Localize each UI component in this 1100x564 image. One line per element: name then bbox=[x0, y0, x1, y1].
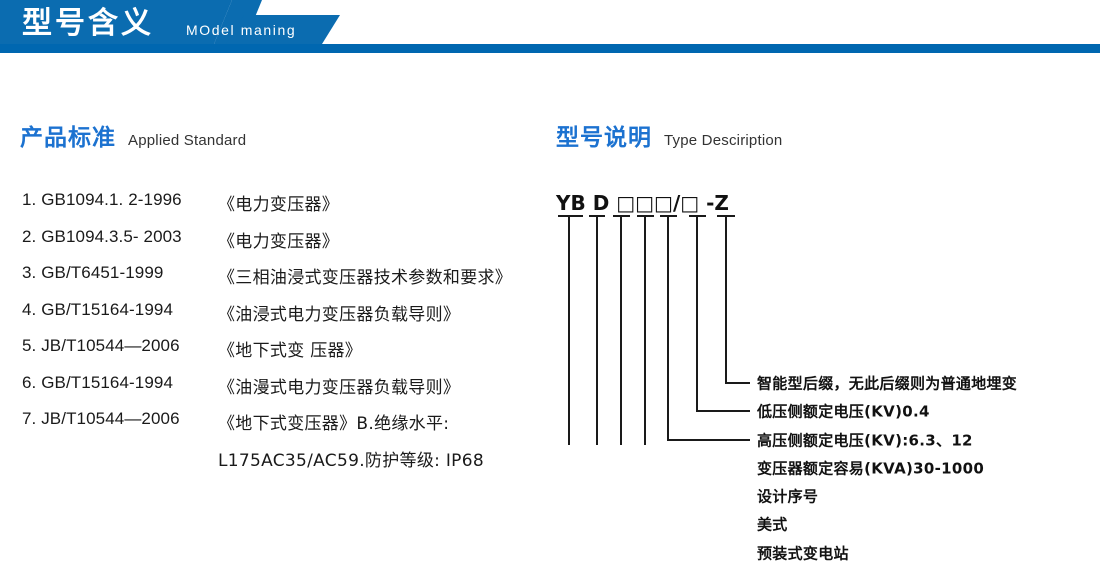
type-code-label-lv-voltage: 低压侧额定电压(KV)0.4 bbox=[757, 402, 930, 421]
standard-name: 《地下式变 压器》 bbox=[218, 341, 363, 361]
section-heading-cn: 型号说明 bbox=[556, 125, 652, 151]
standard-name: 《油漫式电力变压器负载导则》 bbox=[218, 377, 461, 398]
type-code-label-american-style: 美式 bbox=[757, 515, 788, 534]
banner-title: 型号含义 bbox=[22, 6, 154, 41]
section-heading-type-description: 型号说明 Type Desciription bbox=[556, 118, 782, 152]
list-item: 1. GB1094.1. 2-1996 《电力变压器》 bbox=[22, 190, 542, 227]
list-item: 6. GB/T15164-1994 《油漫式电力变压器负载导则》 bbox=[22, 373, 542, 410]
standard-name: 《地下式变压器》B.绝缘水平: bbox=[218, 414, 450, 434]
list-item: 4. GB/T15164-1994 《油浸式电力变压器负载导则》 bbox=[22, 300, 542, 337]
standard-code: 1. GB1094.1. 2-1996 bbox=[22, 190, 182, 209]
section-heading-en: Type Desciription bbox=[664, 132, 783, 149]
banner-background-shape bbox=[0, 0, 1100, 53]
list-item: 7. JB/T10544—2006 《地下式变压器》B.绝缘水平: bbox=[22, 409, 542, 446]
list-item: 5. JB/T10544—2006 《地下式变 压器》 bbox=[22, 336, 542, 373]
list-item: 2. GB1094.3.5- 2003 《电力变压器》 bbox=[22, 227, 542, 264]
standard-name: 《电力变压器》 bbox=[218, 231, 340, 252]
standard-name-continuation: L175AC35/AC59.防护等级: IP68 bbox=[218, 450, 484, 471]
banner-subtitle: MOdel maning bbox=[186, 22, 297, 38]
standard-name: 《电力变压器》 bbox=[218, 195, 340, 215]
section-heading-cn: 产品标准 bbox=[20, 125, 116, 151]
section-heading-en: Applied Standard bbox=[128, 132, 247, 149]
page-banner: 型号含义 MOdel maning bbox=[0, 0, 1100, 53]
type-code-label-capacity: 变压器额定容易(KVA)30-1000 bbox=[757, 459, 985, 478]
type-code-label-design-serial: 设计序号 bbox=[757, 487, 819, 506]
standard-code: 2. GB1094.3.5- 2003 bbox=[22, 226, 182, 246]
list-item: 3. GB/T6451-1999 《三相油浸式变压器技术参数和要求》 bbox=[22, 263, 542, 300]
type-code-label-hv-voltage: 高压侧额定电压(KV):6.3、12 bbox=[757, 431, 973, 450]
type-code-diagram: YB D □□□/□ -Z 智能型后 bbox=[545, 185, 1100, 563]
type-code-label-suffix: 智能型后缀，无此后缀则为普通地埋变 bbox=[757, 374, 1018, 393]
standard-name: 《油浸式电力变压器负载导则》 bbox=[218, 304, 461, 325]
type-code-string: YB D □□□/□ -Z bbox=[556, 191, 729, 215]
standard-code: 5. JB/T10544—2006 bbox=[22, 336, 180, 355]
type-code-label-prefab-substation: 预装式变电站 bbox=[757, 544, 849, 563]
standard-code: 3. GB/T6451-1999 bbox=[22, 263, 164, 282]
standard-code: 7. JB/T10544—2006 bbox=[22, 409, 180, 428]
section-heading-applied-standard: 产品标准 Applied Standard bbox=[20, 118, 246, 152]
standards-list: 1. GB1094.1. 2-1996 《电力变压器》 2. GB1094.3.… bbox=[22, 190, 542, 482]
leader-lines bbox=[558, 215, 750, 445]
standard-code: 4. GB/T15164-1994 bbox=[22, 299, 174, 319]
standard-code: 6. GB/T15164-1994 bbox=[22, 372, 174, 392]
standard-name: 《三相油浸式变压器技术参数和要求》 bbox=[218, 268, 513, 288]
